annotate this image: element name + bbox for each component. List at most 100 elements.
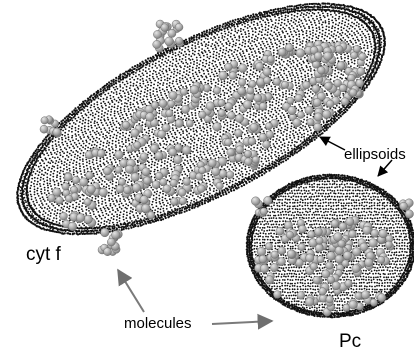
ellipsoid-dot — [283, 70, 285, 72]
ellipsoid-dot — [79, 206, 81, 208]
ellipsoid-dot — [351, 17, 353, 19]
ellipsoid-dot — [356, 25, 358, 27]
ellipsoid-dot — [227, 163, 229, 165]
ellipsoid-dot — [44, 200, 46, 202]
ellipsoid-dot — [159, 90, 161, 92]
ellipsoid-dot — [218, 31, 220, 33]
ellipsoid-dot — [106, 131, 108, 133]
ellipsoid-dot — [187, 63, 189, 65]
ellipsoid-dot — [101, 198, 103, 200]
ellipsoid-dot — [293, 27, 295, 29]
ellipsoid-dot — [47, 182, 49, 184]
ellipsoid-dot — [307, 134, 309, 136]
ellipsoid-dot — [131, 220, 133, 222]
ellipsoid-dot — [284, 145, 286, 147]
ellipsoid-dot — [59, 222, 61, 224]
ellipsoid-dot — [178, 86, 180, 88]
ellipsoid-dot — [160, 208, 162, 210]
ellipsoid-dot — [55, 140, 57, 142]
ellipsoid-dot — [244, 26, 246, 28]
ellipsoid-dot — [75, 123, 77, 125]
ellipsoid-dot — [174, 137, 176, 139]
ellipsoid-dot — [227, 38, 229, 40]
ellipsoid-dot — [281, 19, 283, 21]
ellipsoid-dot — [137, 215, 139, 217]
ellipsoid-dot — [150, 170, 152, 172]
ellipsoid-dot — [128, 135, 130, 137]
ellipsoid-dot — [93, 103, 95, 105]
ellipsoid-dot — [172, 53, 174, 55]
ellipsoid-dot — [167, 158, 169, 160]
ellipsoid-dot — [292, 89, 294, 91]
ellipsoid-dot — [162, 68, 164, 70]
ellipsoid-dot — [163, 82, 165, 84]
ellipsoid-dot — [317, 38, 319, 40]
ellipsoid-dot — [29, 187, 31, 189]
ellipsoid-dot — [68, 211, 70, 213]
ellipsoid-dot — [104, 127, 106, 129]
ellipsoid-dot — [153, 87, 155, 89]
ellipsoid-dot — [323, 109, 325, 111]
ellipsoid-dot — [332, 25, 334, 27]
ellipsoid-dot — [199, 72, 201, 74]
ellipsoid-dot — [47, 217, 49, 219]
ellipsoid-dot — [42, 160, 44, 162]
ellipsoid-dot — [156, 191, 158, 193]
ellipsoid-dot — [296, 87, 298, 89]
ellipsoid-dot — [325, 20, 327, 22]
ellipsoid-dot — [58, 183, 60, 185]
ellipsoid-dot — [120, 109, 122, 111]
ellipsoid-dot — [36, 202, 38, 204]
ellipsoid-dot — [198, 70, 200, 72]
ellipsoid-dot — [149, 103, 151, 105]
ellipsoid-dot — [218, 53, 220, 55]
ellipsoid-dot — [90, 114, 92, 116]
ellipsoid-dot — [240, 30, 242, 32]
ellipsoid-dot — [158, 128, 160, 130]
ellipsoid-dot — [200, 60, 202, 62]
ellipsoid-dot — [360, 34, 362, 36]
ellipsoid-dot — [136, 101, 138, 103]
ellipsoid-dot — [266, 47, 268, 49]
ellipsoid-dot — [282, 76, 284, 78]
ellipsoid-dot — [165, 58, 167, 60]
ellipsoid-dot — [197, 152, 199, 154]
ellipsoid-dot — [190, 135, 192, 137]
ellipsoid-dot — [103, 98, 105, 100]
ellipsoid-dot — [40, 177, 42, 179]
ellipsoid-dot — [367, 45, 369, 47]
ellipsoid-dot — [259, 120, 261, 122]
ellipsoid-dot — [78, 128, 80, 130]
ellipsoid-dot — [274, 28, 276, 30]
ellipsoid-dot — [369, 41, 371, 43]
ellipsoid-dot — [111, 117, 113, 119]
ellipsoid-dot — [243, 128, 245, 130]
ellipsoid-dot — [253, 108, 255, 110]
ellipsoid-dot — [192, 69, 194, 71]
ellipsoid-dot — [289, 29, 291, 31]
ellipsoid-dot — [125, 98, 127, 100]
ellipsoid-dot — [111, 106, 113, 108]
ellipsoid-dot — [341, 78, 343, 80]
ellipsoid-dot — [106, 151, 108, 153]
ellipsoid-dot — [162, 73, 164, 75]
ellipsoid-dot — [93, 167, 95, 169]
ellipsoid-dot — [306, 30, 308, 32]
ellipsoid-dot — [330, 78, 332, 80]
ellipsoid-dot — [82, 158, 84, 160]
ellipsoid-dot — [262, 29, 264, 31]
ellipsoid-dot — [274, 133, 276, 135]
ellipsoid-dot — [236, 123, 238, 125]
ellipsoid-dot — [292, 40, 294, 42]
ellipsoid-dot — [231, 50, 233, 52]
ellipsoid-dot — [51, 188, 53, 190]
ellipsoid-dot — [274, 72, 276, 74]
ellipsoid-dot — [321, 36, 323, 38]
ellipsoid-dot — [174, 71, 176, 73]
ellipsoid-dot — [148, 162, 150, 164]
ellipsoid-dot — [76, 170, 78, 172]
ellipsoid-dot — [133, 214, 135, 216]
ellipsoid-dot — [273, 128, 275, 130]
ellipsoid-dot — [219, 96, 221, 98]
ellipsoid-dot — [334, 70, 336, 72]
